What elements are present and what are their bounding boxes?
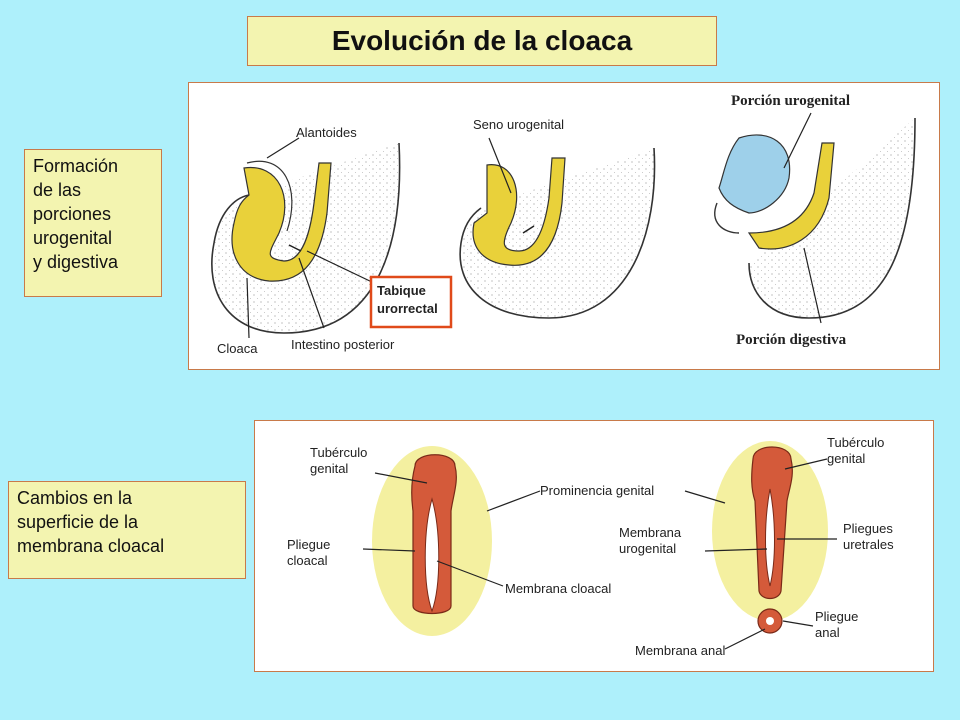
label-membrana-urogenital-1: Membrana [619,525,682,540]
label-pliegue-anal-1: Pliegue [815,609,858,624]
label-membrana-anal: Membrana anal [635,643,725,658]
membrane-figure-left [372,446,492,636]
panel-cloaca-stages: Alantoides Cloaca Intestino posterior Se… [188,82,940,370]
label-intestino-posterior: Intestino posterior [291,337,395,352]
label-membrana-urogenital-2: urogenital [619,541,676,556]
label-pliegues-uretrales-1: Pliegues [843,521,893,536]
embryo-stage-2 [459,147,656,319]
caption-line: urogenital [33,228,113,248]
membrane-figure-right [712,441,828,634]
cloaca-stages-illustration: Alantoides Cloaca Intestino posterior Se… [211,93,916,356]
yellow-tube-1 [231,162,332,282]
yellow-tube-2 [472,157,566,266]
caption-cambios: Cambios en la superficie de la membrana … [8,481,246,579]
label-tabique: Tabique [377,283,426,298]
digestive-portion-shape [747,142,835,250]
label-cloaca: Cloaca [217,341,258,356]
caption-line: membrana cloacal [17,536,165,556]
caption-line: y digestiva [33,252,119,272]
label-urorrectal: urorrectal [377,301,438,316]
label-porcion-urogenital: Porción urogenital [731,93,850,109]
label-tuberculo-right-2: genital [827,451,865,466]
label-pliegue-anal-2: anal [815,625,840,640]
caption-line: Formación [33,156,119,176]
embryo-stage-3 [714,117,916,319]
label-tuberculo-left-2: genital [310,461,348,476]
label-prominencia-genital: Prominencia genital [540,483,654,498]
arrow-icon [522,225,535,234]
cloacal-membrane-illustration: Tubérculo genital Pliegue cloacal Promin… [287,435,894,658]
caption-line: Cambios en la [17,488,133,508]
label-pliegue-cloacal-1: Pliegue [287,537,330,552]
tabique-highlight-box [369,275,453,329]
embryo-stage-1 [211,142,401,334]
urogenital-portion-shape [718,134,791,214]
label-pliegue-cloacal-2: cloacal [287,553,328,568]
caption-line: porciones [33,204,112,224]
label-seno-urogenital: Seno urogenital [473,117,564,132]
caption-line: superficie de la [17,512,139,532]
label-pliegues-uretrales-2: uretrales [843,537,894,552]
panel-cloacal-membrane: Tubérculo genital Pliegue cloacal Promin… [254,420,934,672]
arrow-icon [288,244,302,252]
label-porcion-digestiva: Porción digestiva [736,332,847,348]
label-membrana-cloacal: Membrana cloacal [505,581,611,596]
label-tuberculo-right-1: Tubérculo [827,435,884,450]
label-tuberculo-left-1: Tubérculo [310,445,367,460]
caption-formacion: Formación de las porciones urogenital y … [24,149,162,297]
caption-line: de las [33,180,82,200]
page-title: Evolución de la cloaca [247,16,717,66]
label-alantoides: Alantoides [296,125,357,140]
